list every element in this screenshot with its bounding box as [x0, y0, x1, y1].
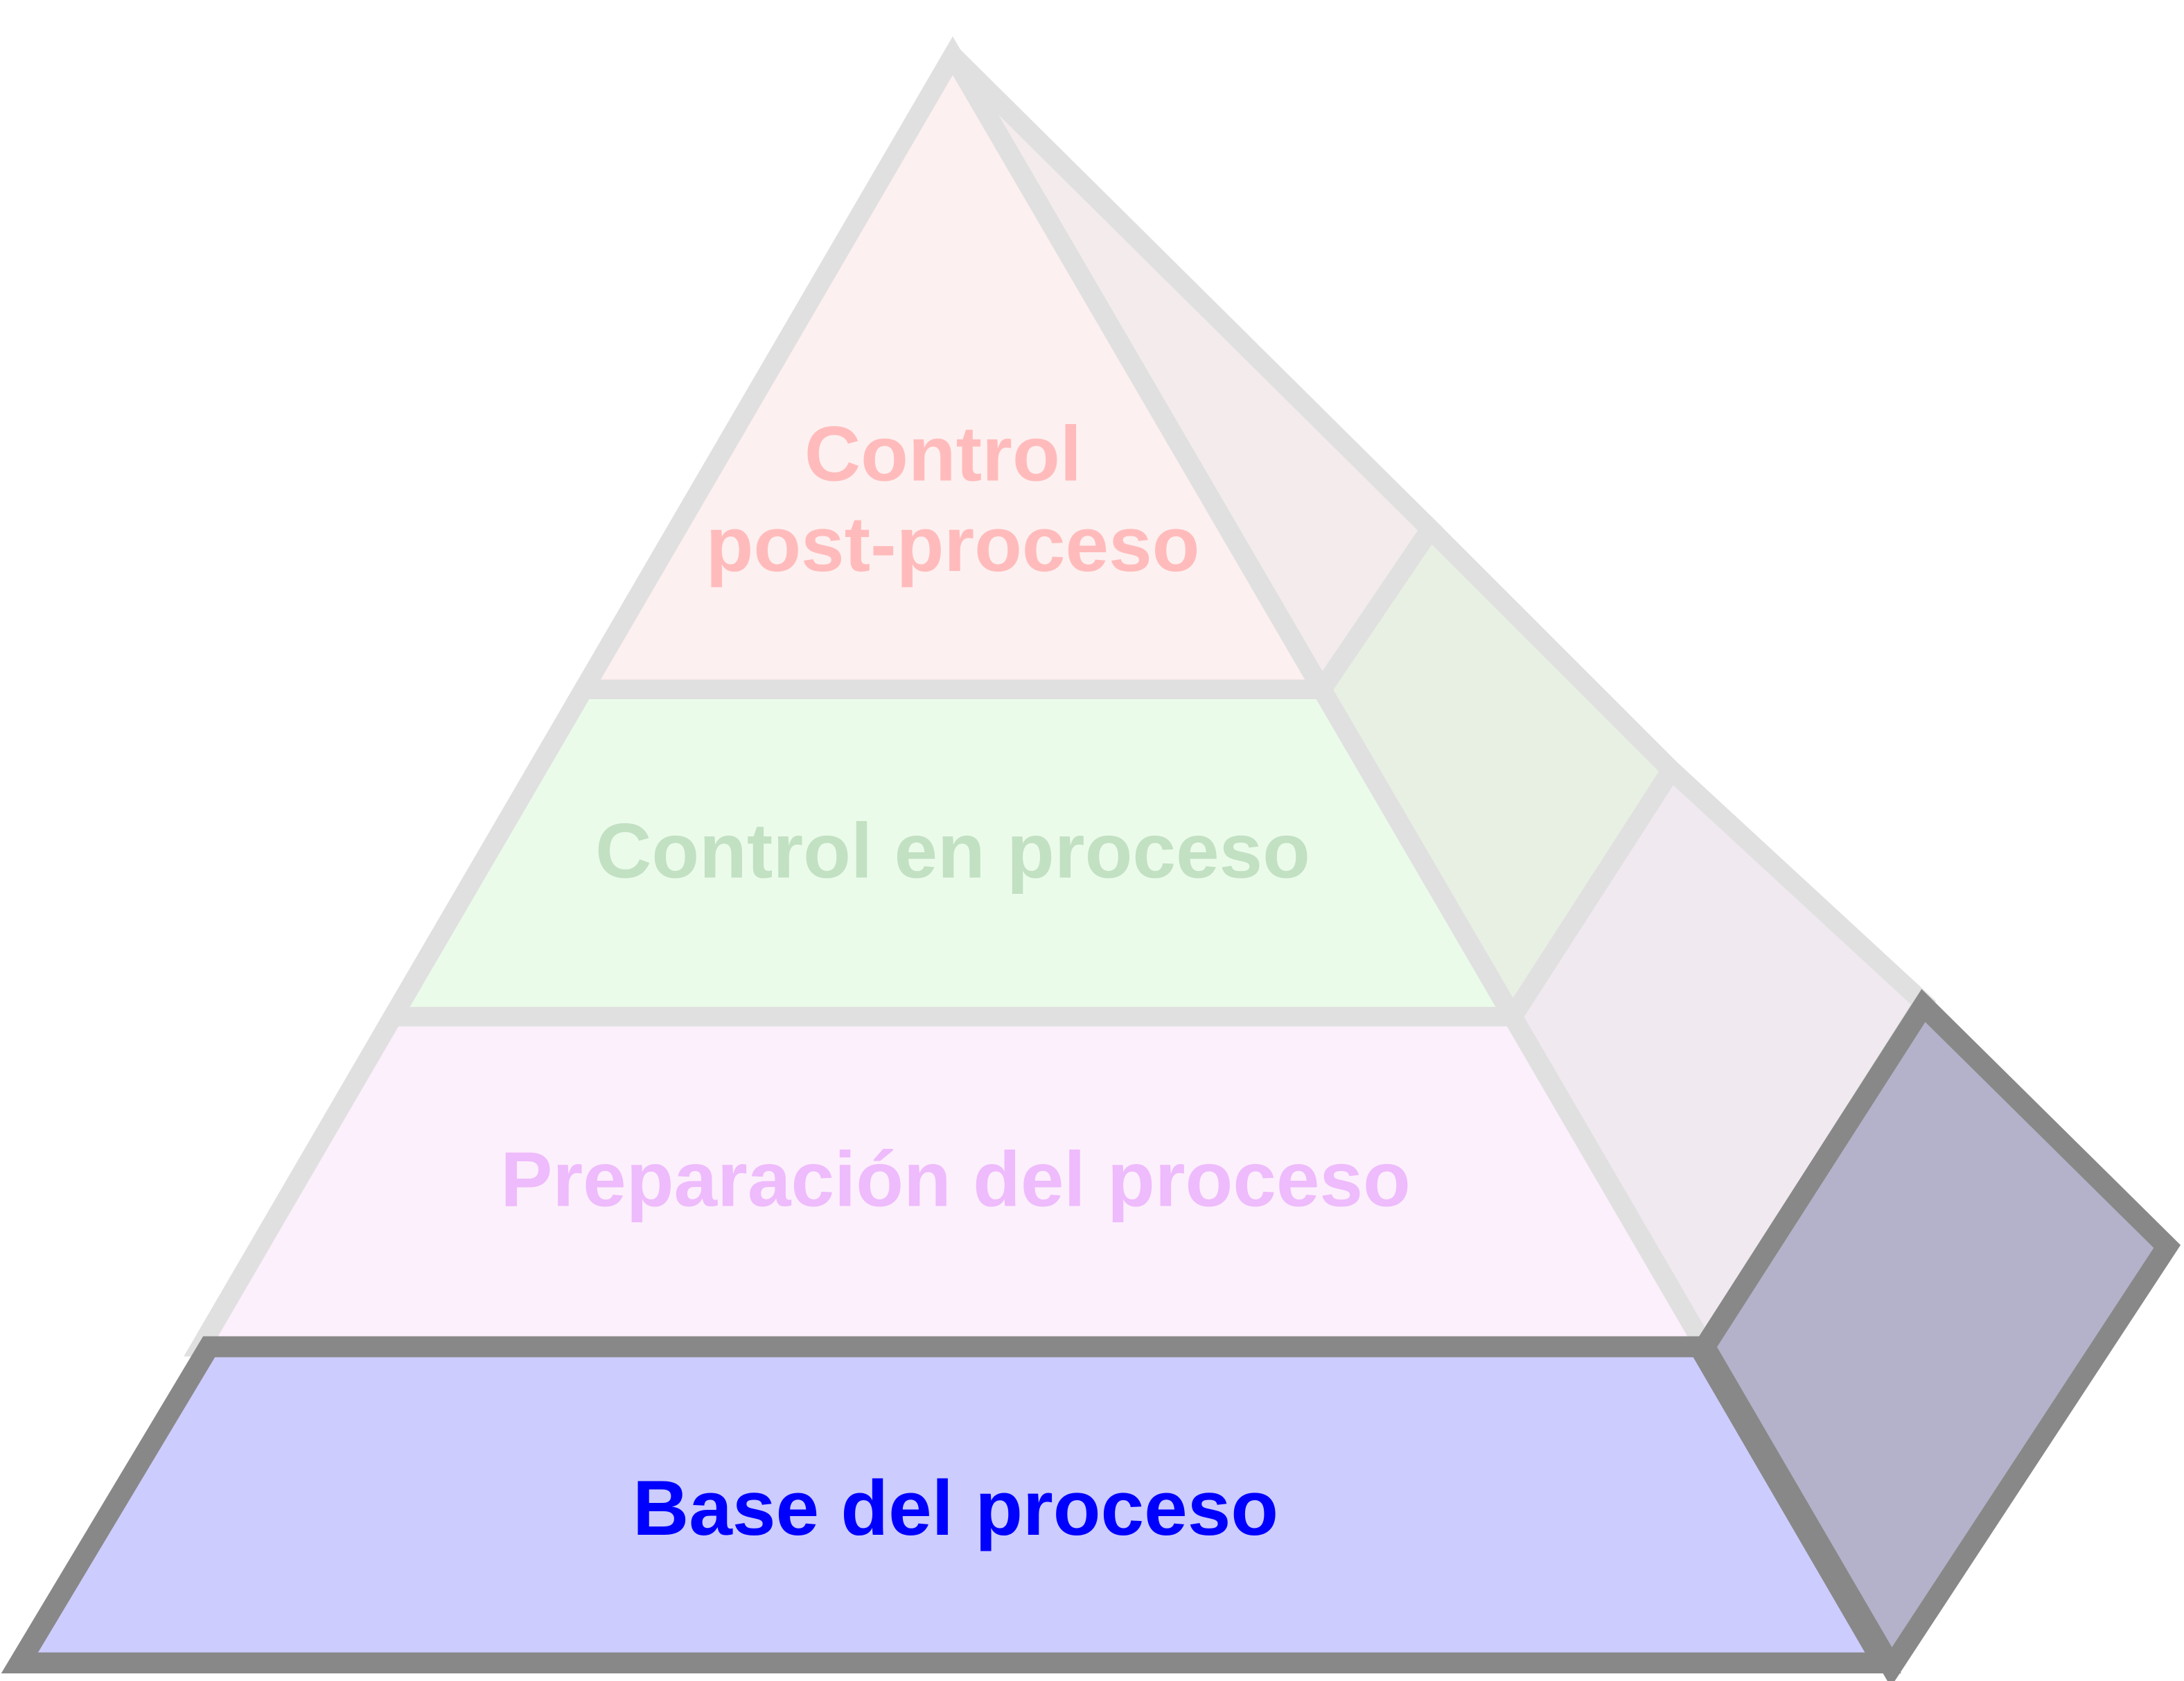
tier-control-post-proceso: Control post-proceso	[566, 36, 1443, 708]
tier-base-del-proceso: Base del proceso	[1, 989, 2181, 1681]
tier-4-label: Base del proceso	[633, 1464, 1278, 1551]
tier-1-label-line-1: Control	[804, 410, 1082, 497]
tier-preparacion-del-proceso: Preparación del proceso	[184, 755, 1937, 1366]
tier-4-front-face	[1, 1336, 1901, 1673]
tier-2-label: Control en proceso	[595, 807, 1310, 894]
tier-3-label: Preparación del proceso	[500, 1136, 1411, 1223]
tier-1-label-line-2: post-proceso	[706, 500, 1200, 588]
